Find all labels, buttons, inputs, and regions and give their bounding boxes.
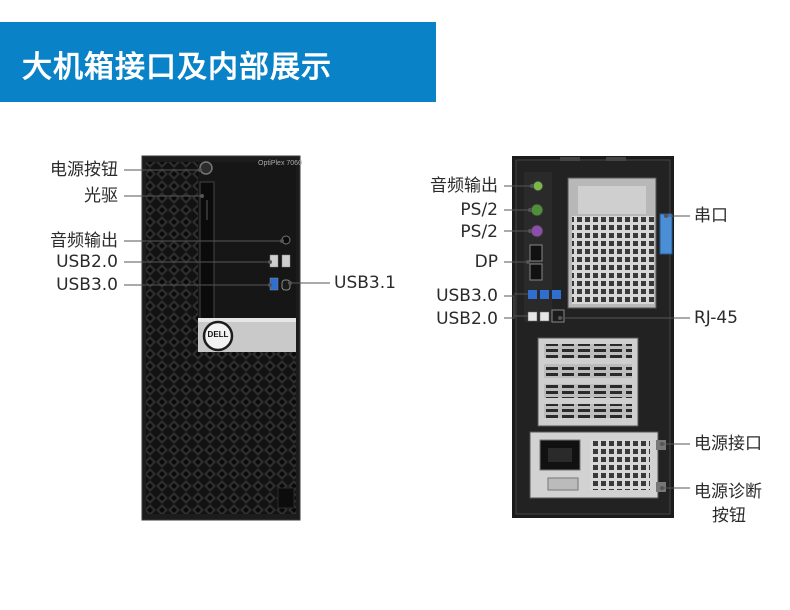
- rear-label-usb30: USB3.0: [436, 286, 498, 306]
- front-label-usb30: USB3.0: [56, 275, 118, 295]
- rear-label-usb20: USB2.0: [436, 309, 498, 329]
- rear-case: [512, 156, 674, 518]
- rear-label-power-port: 电源接口: [694, 434, 762, 454]
- front-label-usb31: USB3.1: [334, 273, 396, 293]
- rear-label-dp: DP: [474, 252, 498, 272]
- rear-leader-lines: [504, 184, 690, 490]
- rear-label-ps2-b: PS/2: [460, 222, 498, 242]
- rear-label-diag-button-line2: 按钮: [712, 506, 746, 526]
- rear-label-diag-button-line1: 电源诊断: [694, 482, 762, 502]
- section-banner: 大机箱接口及内部展示: [0, 22, 436, 102]
- rear-label-audio-out: 音频输出: [430, 176, 498, 196]
- front-model-text: OptiPlex 7060: [258, 160, 302, 167]
- front-label-usb20: USB2.0: [56, 252, 118, 272]
- section-title: 大机箱接口及内部展示: [22, 50, 332, 85]
- rear-label-serial: 串口: [694, 206, 728, 226]
- front-label-audio-out: 音频输出: [50, 231, 118, 251]
- front-label-optical-drive: 光驱: [84, 186, 118, 206]
- rear-label-ps2-a: PS/2: [460, 200, 498, 220]
- front-case: [141, 155, 301, 521]
- rear-label-rj45: RJ-45: [694, 308, 738, 328]
- dell-logo-text: DELL: [207, 330, 229, 339]
- front-leader-lines: [124, 168, 330, 287]
- front-label-power-button: 电源按钮: [50, 160, 118, 180]
